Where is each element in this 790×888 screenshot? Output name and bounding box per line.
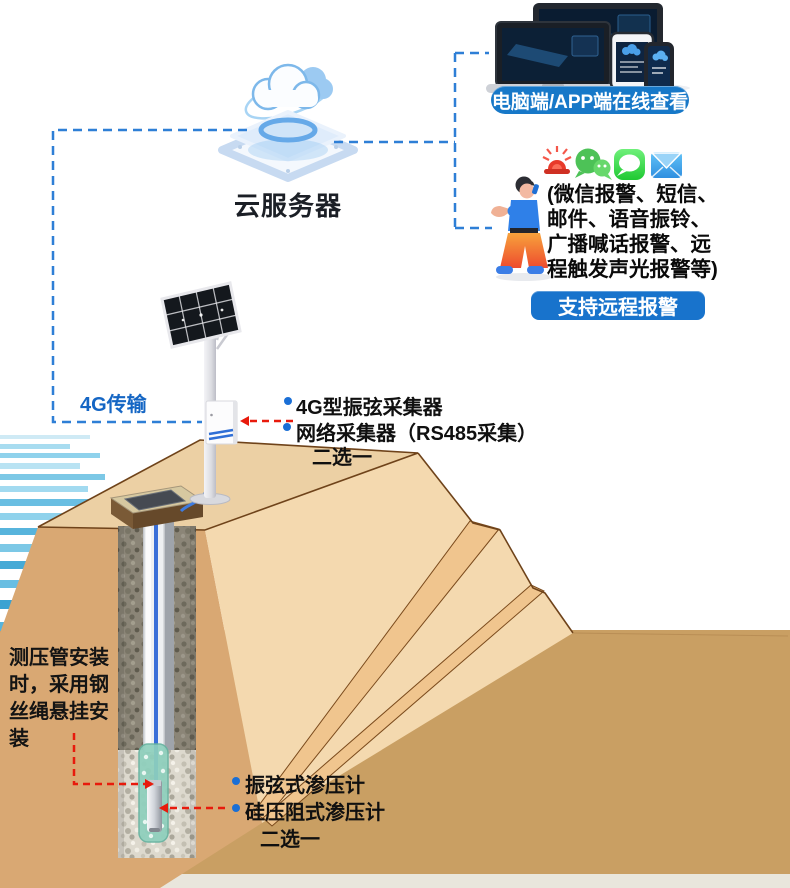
laptop-icon: [486, 21, 620, 93]
remote-alarm-badge: 支持远程报警: [531, 291, 705, 320]
blue-data-links: [51, 51, 492, 424]
online-view-badge: 电脑端/APP端在线查看: [491, 86, 689, 114]
alarm-line: 广播喊话报警、远: [547, 233, 711, 256]
alarm-line: (微信报警、短信、: [547, 183, 718, 206]
alarm-siren-icon: [542, 146, 572, 174]
bullet-icon: [232, 777, 240, 785]
alarm-methods-text: (微信报警、短信、 邮件、语音振铃、 广播喊话报警、远 程触发声光报警等): [547, 182, 785, 282]
tablet-icon: [609, 31, 655, 91]
messages-icon: [614, 149, 645, 180]
collector-option1-label: 4G型振弦采集器: [296, 397, 443, 419]
collector-option2-label: 网络采集器（RS485采集）: [296, 423, 538, 445]
borehole: [109, 485, 205, 858]
alarm-line: 邮件、语音振铃、: [547, 208, 711, 231]
mail-icon: [651, 152, 682, 178]
collector-box: [205, 400, 238, 445]
person-on-phone: [491, 176, 552, 281]
wechat-icon: [575, 148, 612, 180]
red-pointer-links: [72, 416, 293, 813]
piezometer-option1-label: 振弦式渗压计: [245, 775, 365, 797]
bullet-icon: [283, 423, 291, 431]
piezometer-sensor: [147, 780, 162, 832]
piezometer-choose-label: 二选一: [260, 829, 320, 851]
phone-icon: [644, 42, 674, 94]
cloud-server-icon: [218, 63, 358, 182]
cloud-server-label: 云服务器: [233, 191, 342, 221]
connectors: [51, 51, 492, 813]
transmission-label: 4G传输: [80, 394, 147, 416]
collector-choose-label: 二选一: [312, 447, 372, 469]
solar-panel: [160, 281, 242, 350]
monitoring-station: [160, 281, 242, 513]
piezometer-option2-label: 硅压阻式渗压计: [245, 802, 385, 824]
bullet-icon: [284, 397, 292, 405]
alert-icons: [542, 146, 682, 180]
bullet-icon: [232, 804, 240, 812]
standpipe: [143, 522, 174, 784]
devices-cluster: [486, 3, 690, 94]
signal-cable: [154, 522, 158, 784]
install-note-text: 测压管安装时，采用钢丝绳悬挂安装: [9, 647, 109, 750]
alarm-line: 程触发声光报警等): [547, 258, 718, 281]
